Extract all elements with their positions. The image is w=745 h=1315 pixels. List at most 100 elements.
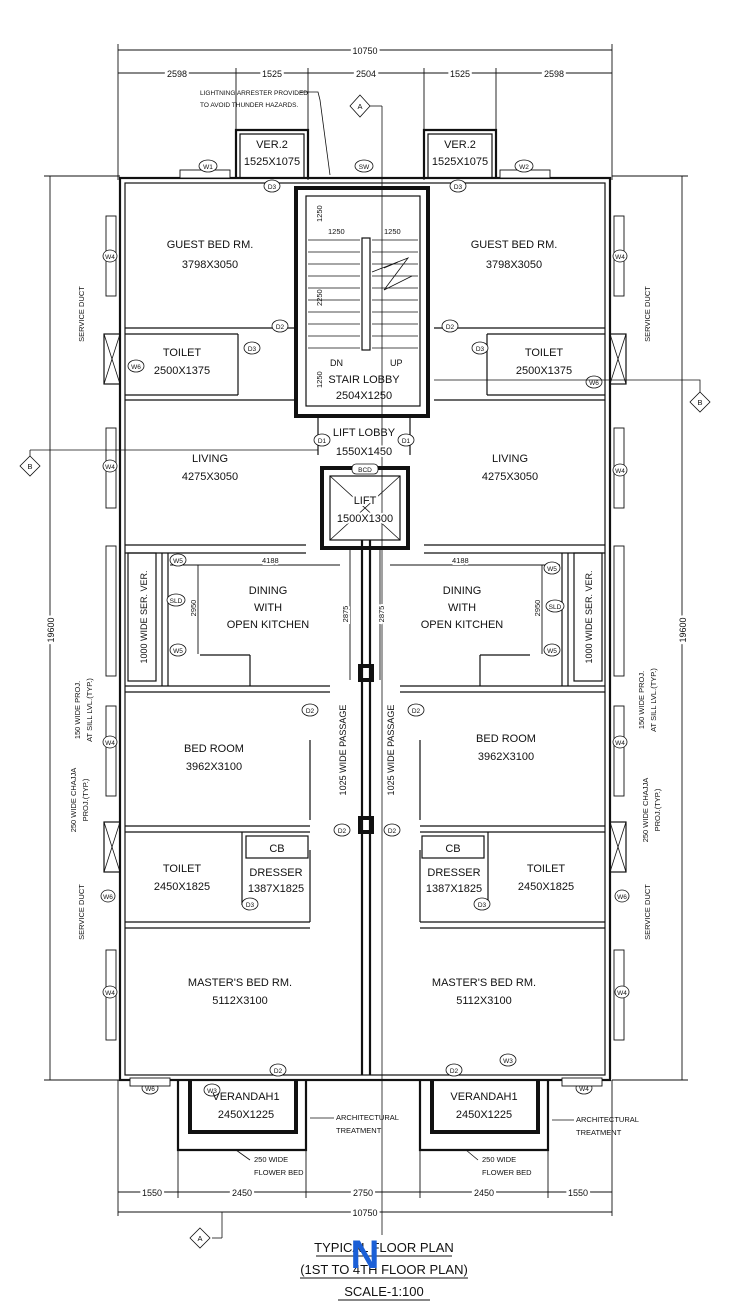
living-size-right: 4275X3050 bbox=[482, 471, 538, 483]
dining-line2-left: WITH bbox=[254, 602, 282, 614]
bottom-dim-1: 1550 bbox=[142, 1188, 162, 1198]
guest-bed-name-left: GUEST BED RM. bbox=[167, 239, 254, 251]
tag-w6-top-left: W6 bbox=[131, 364, 141, 371]
toilet-top-size-left: 2500X1375 bbox=[154, 365, 210, 377]
dresser-name-left: DRESSER bbox=[249, 867, 302, 879]
bed-room-size-left: 3962X3100 bbox=[186, 761, 242, 773]
stair-lobby-name: STAIR LOBBY bbox=[328, 374, 400, 386]
guest-bed-size-left: 3798X3050 bbox=[182, 259, 238, 271]
service-duct-label-left-bottom: SERVICE DUCT bbox=[77, 884, 86, 940]
lightning-arrester-note: LIGHTNING ARRESTER PROVIDED TO AVOID THU… bbox=[200, 90, 331, 176]
lift-lobby-size: 1550X1450 bbox=[336, 446, 392, 458]
dresser-size-right: 1387X1825 bbox=[426, 883, 482, 895]
stair-treads bbox=[308, 237, 418, 351]
tag-d2-bed-right: D2 bbox=[412, 708, 421, 715]
chajja-line1-left: 250 WIDE CHAJJA bbox=[69, 768, 78, 833]
section-b-label-left: B bbox=[27, 462, 32, 471]
top-dim-4: 1525 bbox=[450, 69, 470, 79]
bottom-dim-3: 2750 bbox=[353, 1188, 373, 1198]
stair-dim-1250-d: 1250 bbox=[315, 371, 324, 388]
bottom-dimension-chain: 1550 2450 2750 2450 1550 10750 bbox=[117, 1080, 613, 1221]
bed-room-size-right: 3962X3100 bbox=[478, 751, 534, 763]
tag-w5-top-right: W5 bbox=[547, 566, 557, 573]
verandah-name-right: VERANDAH1 bbox=[450, 1091, 517, 1103]
stair-dim-1250-b: 1250 bbox=[328, 227, 345, 236]
top-dim-5: 2598 bbox=[544, 69, 564, 79]
sill-proj-line2-right: AT SILL LVL.(TYP.) bbox=[649, 668, 658, 732]
arch-treatment-line1-left: ARCHITECTURAL bbox=[336, 1113, 399, 1122]
passage-label-left: 1025 WIDE PASSAGE bbox=[338, 705, 348, 796]
dining-line3-left: OPEN KITCHEN bbox=[227, 619, 310, 631]
tag-w6-bottom-left: W6 bbox=[103, 894, 113, 901]
bed-room-name-right: BED ROOM bbox=[476, 733, 536, 745]
tag-d3-toilet-right: D3 bbox=[476, 346, 485, 353]
lightning-note-line1: LIGHTNING ARRESTER PROVIDED bbox=[200, 90, 308, 97]
arch-treatment-line2-right: TREATMENT bbox=[576, 1128, 622, 1137]
dim-2875-right: 2875 bbox=[377, 606, 386, 623]
dim-4188-right: 4188 bbox=[452, 556, 469, 565]
service-duct-label-left-top: SERVICE DUCT bbox=[77, 286, 86, 342]
dim-2950-right: 2950 bbox=[533, 600, 542, 617]
tag-d1-left: D1 bbox=[318, 438, 327, 445]
living-size-left: 4275X3050 bbox=[182, 471, 238, 483]
tag-sld-left: SLD bbox=[170, 598, 183, 605]
plan-scale: SCALE-1:100 bbox=[344, 1284, 424, 1299]
tag-w4-guest-left: W4 bbox=[105, 254, 115, 261]
bed-room-name-left: BED ROOM bbox=[184, 743, 244, 755]
section-b-line: B B bbox=[19, 379, 711, 477]
passage-label-right: 1025 WIDE PASSAGE bbox=[386, 705, 396, 796]
verandahs-bottom: VERANDAH1 2450X1225 VERANDAH1 2450X1225 … bbox=[129, 1077, 639, 1177]
verandah-name-left: VERANDAH1 bbox=[212, 1091, 279, 1103]
tag-w6-bottom-right: W6 bbox=[617, 894, 627, 901]
lift-name: LIFT bbox=[354, 495, 377, 507]
flower-bed-line2-left: FLOWER BED bbox=[254, 1168, 304, 1177]
right-unit: GUEST BED RM. 3798X3050 TOILET 2500X1375… bbox=[375, 139, 662, 1041]
stair-dn-label: DN bbox=[330, 358, 343, 368]
overall-width-top: 10750 bbox=[352, 46, 377, 56]
tag-w4-master-right: W4 bbox=[617, 990, 627, 997]
sill-proj-line1-right: 150 WIDE PROJ. bbox=[637, 671, 646, 729]
stair-core: 1250 1250 1250 2250 1250 DN UP STAIR LOB… bbox=[294, 186, 430, 418]
toilet-top-name-right: TOILET bbox=[525, 347, 564, 359]
left-unit: GUEST BED RM. 3798X3050 TOILET 2500X1375… bbox=[69, 139, 352, 1041]
dim-2875-left: 2875 bbox=[341, 606, 350, 623]
tag-w5-bottom-left: W5 bbox=[173, 648, 183, 655]
tag-w4-bed-left: W4 bbox=[105, 740, 115, 747]
lift-shaft: BCD LIFT 1500X1300 bbox=[320, 463, 410, 550]
flower-bed-line1-right: 250 WIDE bbox=[482, 1155, 516, 1164]
section-a-marker-bottom: A bbox=[189, 1212, 223, 1249]
overall-width-bottom: 10750 bbox=[352, 1208, 377, 1218]
outer-walls bbox=[118, 128, 612, 1082]
cb-label-left: CB bbox=[269, 843, 284, 855]
tag-w1-left: W1 bbox=[203, 164, 213, 171]
bottom-dim-5: 1550 bbox=[568, 1188, 588, 1198]
dresser-size-left: 1387X1825 bbox=[248, 883, 304, 895]
lift-size: 1500X1300 bbox=[337, 513, 393, 525]
sill-proj-line2-left: AT SILL LVL.(TYP.) bbox=[85, 678, 94, 742]
plan-subtitle: (1ST TO 4TH FLOOR PLAN) bbox=[300, 1262, 468, 1277]
bottom-dim-4: 2450 bbox=[474, 1188, 494, 1198]
stair-dim-1250-c: 1250 bbox=[384, 227, 401, 236]
verandah-size-right: 2450X1225 bbox=[456, 1109, 512, 1121]
arch-treatment-line2-left: TREATMENT bbox=[336, 1126, 382, 1135]
top-dimension-chain: 10750 2598 1525 2504 1525 2598 bbox=[117, 44, 613, 180]
tag-sld-right: SLD bbox=[549, 604, 562, 611]
toilet-mid-size-right: 2450X1825 bbox=[518, 881, 574, 893]
tag-d2-passage-right: D2 bbox=[388, 828, 397, 835]
stair-lobby-size: 2504X1250 bbox=[336, 390, 392, 402]
dim-2950-left: 2950 bbox=[189, 600, 198, 617]
dining-line2-right: WITH bbox=[448, 602, 476, 614]
tag-bcd: BCD bbox=[358, 467, 372, 474]
title-block: TYPICAL FLOOR PLAN (1ST TO 4TH FLOOR PLA… bbox=[300, 1233, 468, 1301]
top-dim-3: 2504 bbox=[356, 69, 376, 79]
masters-bed-size-left: 5112X3100 bbox=[212, 995, 267, 1007]
service-duct-label-right-bottom: SERVICE DUCT bbox=[643, 884, 652, 940]
guest-bed-name-right: GUEST BED RM. bbox=[471, 239, 558, 251]
tag-w4-living-left: W4 bbox=[105, 464, 115, 471]
tag-d2-bed-left: D2 bbox=[306, 708, 315, 715]
tag-w6-corner-left: W6 bbox=[145, 1086, 155, 1093]
tag-d3-dresser-right: D3 bbox=[478, 902, 487, 909]
masters-bed-name-left: MASTER'S BED RM. bbox=[188, 977, 292, 989]
sill-proj-line1-left: 150 WIDE PROJ. bbox=[73, 681, 82, 739]
